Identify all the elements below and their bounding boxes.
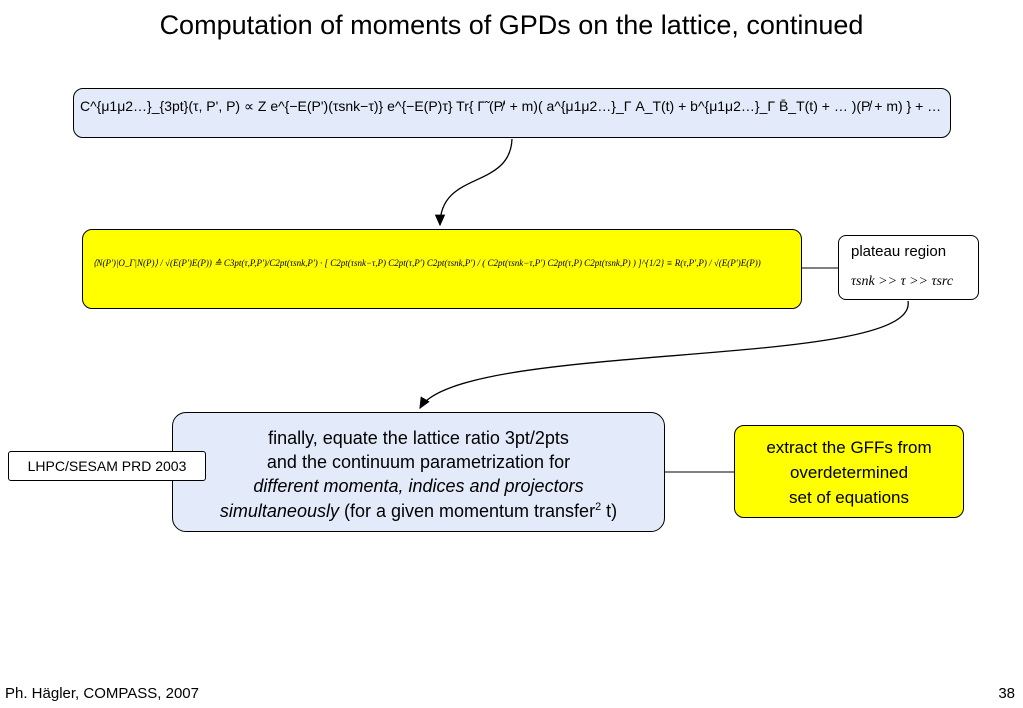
final-line-3: different momenta, indices and projector… bbox=[253, 476, 584, 496]
final-line-2: and the continuum parametrization for bbox=[266, 452, 571, 472]
reference-text: LHPC/SESAM PRD 2003 bbox=[27, 458, 187, 474]
extract-line-1: extract the GFFs from bbox=[766, 438, 932, 457]
arrow-eq-to-ratio bbox=[434, 138, 513, 227]
plateau-region-box: plateau region τsnk >> τ >> τsrc bbox=[838, 235, 979, 300]
extract-line-3: set of equations bbox=[788, 488, 910, 507]
extract-gffs-box: extract the GFFs from overdetermined set… bbox=[734, 425, 964, 518]
correlator-equation-box: C^{μ1μ2…}_{3pt}(τ, P', P) ∝ Z e^{−E(P')(… bbox=[73, 88, 951, 138]
extract-line-2: overdetermined bbox=[789, 463, 909, 482]
final-step-box: finally, equate the lattice ratio 3pt/2p… bbox=[172, 412, 665, 532]
plateau-label: plateau region bbox=[851, 243, 947, 260]
footer-author: Ph. Hägler, COMPASS, 2007 bbox=[5, 685, 199, 702]
reference-box: LHPC/SESAM PRD 2003 bbox=[8, 451, 206, 481]
arrow-plateau-to-final bbox=[419, 300, 909, 410]
plateau-condition: τsnk >> τ >> τsrc bbox=[851, 274, 954, 289]
final-line-1: finally, equate the lattice ratio 3pt/2p… bbox=[268, 428, 569, 448]
final-end: t) bbox=[601, 501, 618, 521]
page-number: 38 bbox=[998, 685, 1015, 702]
ratio-equation-box: ⟨N(P')|O_Γ|N(P)⟩ / √(E(P')E(P)) ≙ C3pt(τ… bbox=[82, 229, 802, 309]
final-line-4: simultaneously (for a given momentum tra… bbox=[173, 501, 664, 522]
correlator-equation: C^{μ1μ2…}_{3pt}(τ, P', P) ∝ Z e^{−E(P')(… bbox=[80, 98, 942, 114]
ratio-equation: ⟨N(P')|O_Γ|N(P)⟩ / √(E(P')E(P)) ≙ C3pt(τ… bbox=[93, 258, 761, 268]
final-italic-word: simultaneously bbox=[219, 501, 339, 521]
final-rest: (for a given momentum transfer bbox=[338, 501, 596, 521]
slide-title: Computation of moments of GPDs on the la… bbox=[159, 10, 864, 40]
final-superscript: 2 bbox=[595, 501, 602, 513]
